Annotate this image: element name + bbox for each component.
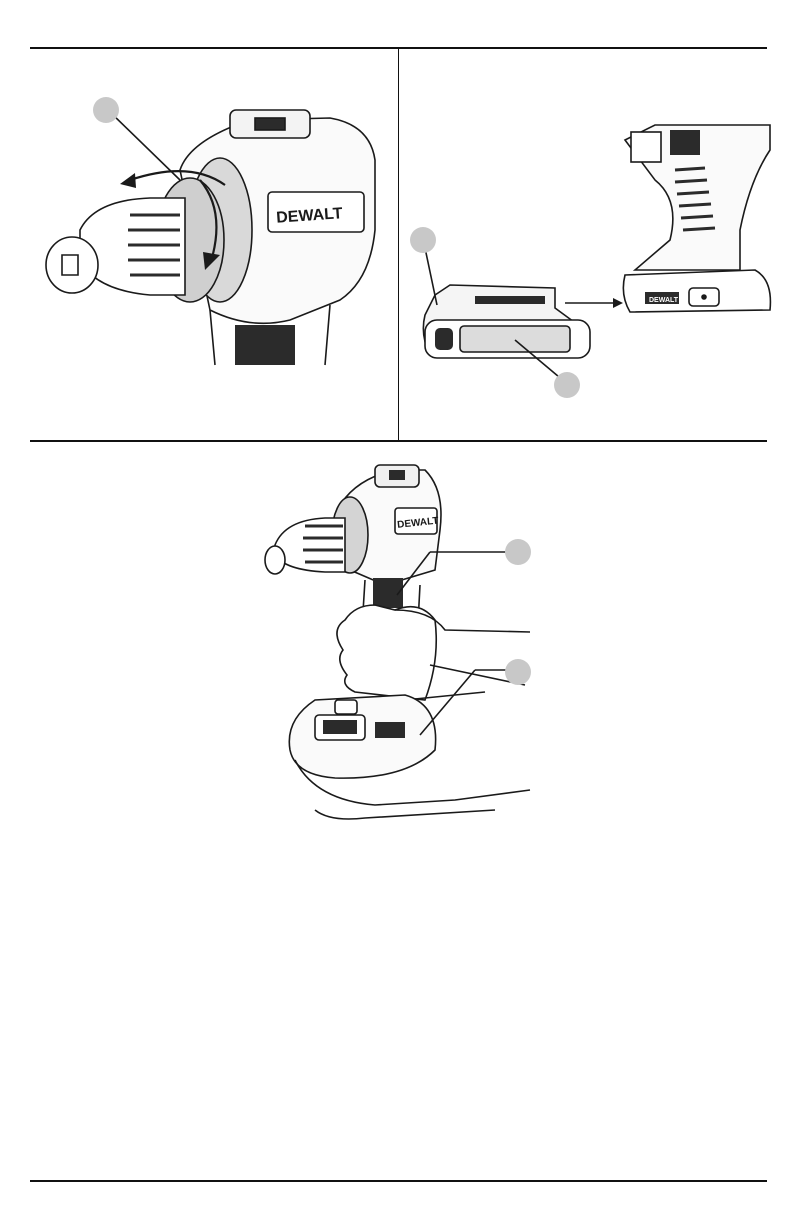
drill-head-illustration: DEWALT	[40, 80, 390, 370]
vertical-divider	[398, 48, 399, 440]
dewalt-mark-icon: DEWALT	[649, 297, 679, 304]
battery-insert-figure: DEWALT	[405, 120, 775, 400]
battery-and-tool-illustration: DEWALT	[405, 120, 775, 400]
middle-rule	[30, 440, 767, 442]
hand-grip-figure: DEWALT	[255, 460, 545, 835]
callout-marker-handle	[505, 539, 531, 565]
bottom-rule	[30, 1180, 767, 1182]
chuck-collar-figure: DEWALT	[40, 80, 390, 370]
callout-marker-battery	[505, 659, 531, 685]
callout-marker	[93, 97, 119, 123]
callout-marker-battery-top	[410, 227, 436, 253]
callout-marker-battery-side	[554, 372, 580, 398]
hand-grip-illustration: DEWALT	[255, 460, 545, 835]
svg-text:DEWALT: DEWALT	[649, 297, 679, 304]
